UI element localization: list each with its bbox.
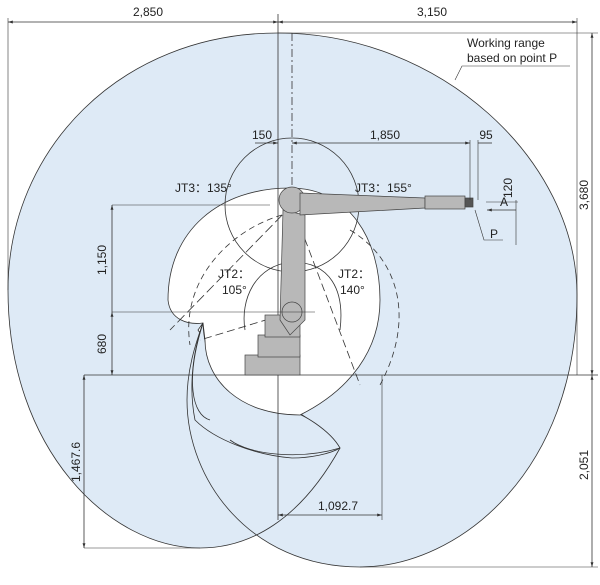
dim-2051: 2,051 — [577, 450, 591, 480]
inner-unreachable-area — [292, 180, 400, 400]
dim-right-reach: 3,150 — [417, 5, 447, 19]
dim-120: 120 — [501, 178, 515, 198]
dim-3680: 3,680 — [577, 180, 591, 210]
dashed-arc-left — [188, 214, 283, 346]
robot-arm — [244, 186, 474, 376]
jt2-back-label: JT2： — [218, 267, 250, 281]
view-a-label: A — [500, 195, 508, 209]
jt3-back-angle: JT3：135° — [175, 181, 232, 195]
dim-1467-6: 1,467.6 — [69, 442, 83, 482]
dim-150: 150 — [252, 128, 272, 142]
dim-left-reach: 2,850 — [133, 5, 163, 19]
dim-680: 680 — [95, 334, 109, 354]
jt2-fwd-label: JT2： — [338, 267, 370, 281]
jt3-fwd-angle: JT3：155° — [355, 181, 412, 195]
dim-95: 95 — [479, 128, 493, 142]
dim-1850: 1,850 — [370, 128, 400, 142]
jt2-back-value: 105° — [222, 283, 247, 297]
range-note-line1: Working range — [467, 36, 545, 50]
dashed-arc-right — [349, 229, 400, 386]
range-note-line2: based on point P — [467, 51, 557, 65]
dim-1150: 1,150 — [95, 245, 109, 275]
dim-1092-7: 1,092.7 — [318, 499, 358, 513]
point-p-label: P — [490, 227, 498, 241]
jt2-fwd-value: 140° — [340, 283, 365, 297]
inner-white-core — [167, 187, 381, 416]
